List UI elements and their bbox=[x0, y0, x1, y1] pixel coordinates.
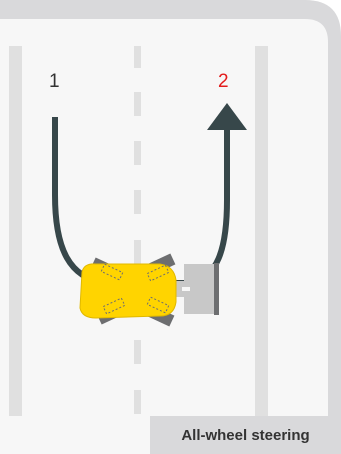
yellow-car-icon bbox=[79, 253, 177, 327]
start-position-label: 1 bbox=[49, 71, 60, 92]
end-position-label: 2 bbox=[218, 71, 229, 92]
car-wheel-outline-3 bbox=[102, 297, 126, 315]
car-body bbox=[79, 263, 177, 319]
road-surface bbox=[0, 19, 328, 454]
car-wheel-outline-2 bbox=[146, 264, 170, 282]
left-road-edge bbox=[9, 46, 22, 416]
right-road-edge bbox=[255, 46, 268, 416]
car-wheel-outline-1 bbox=[100, 263, 124, 281]
car-wheel-outline-4 bbox=[146, 296, 170, 314]
caption-label: All-wheel steering bbox=[150, 416, 341, 454]
arrow-head-icon bbox=[207, 103, 247, 130]
